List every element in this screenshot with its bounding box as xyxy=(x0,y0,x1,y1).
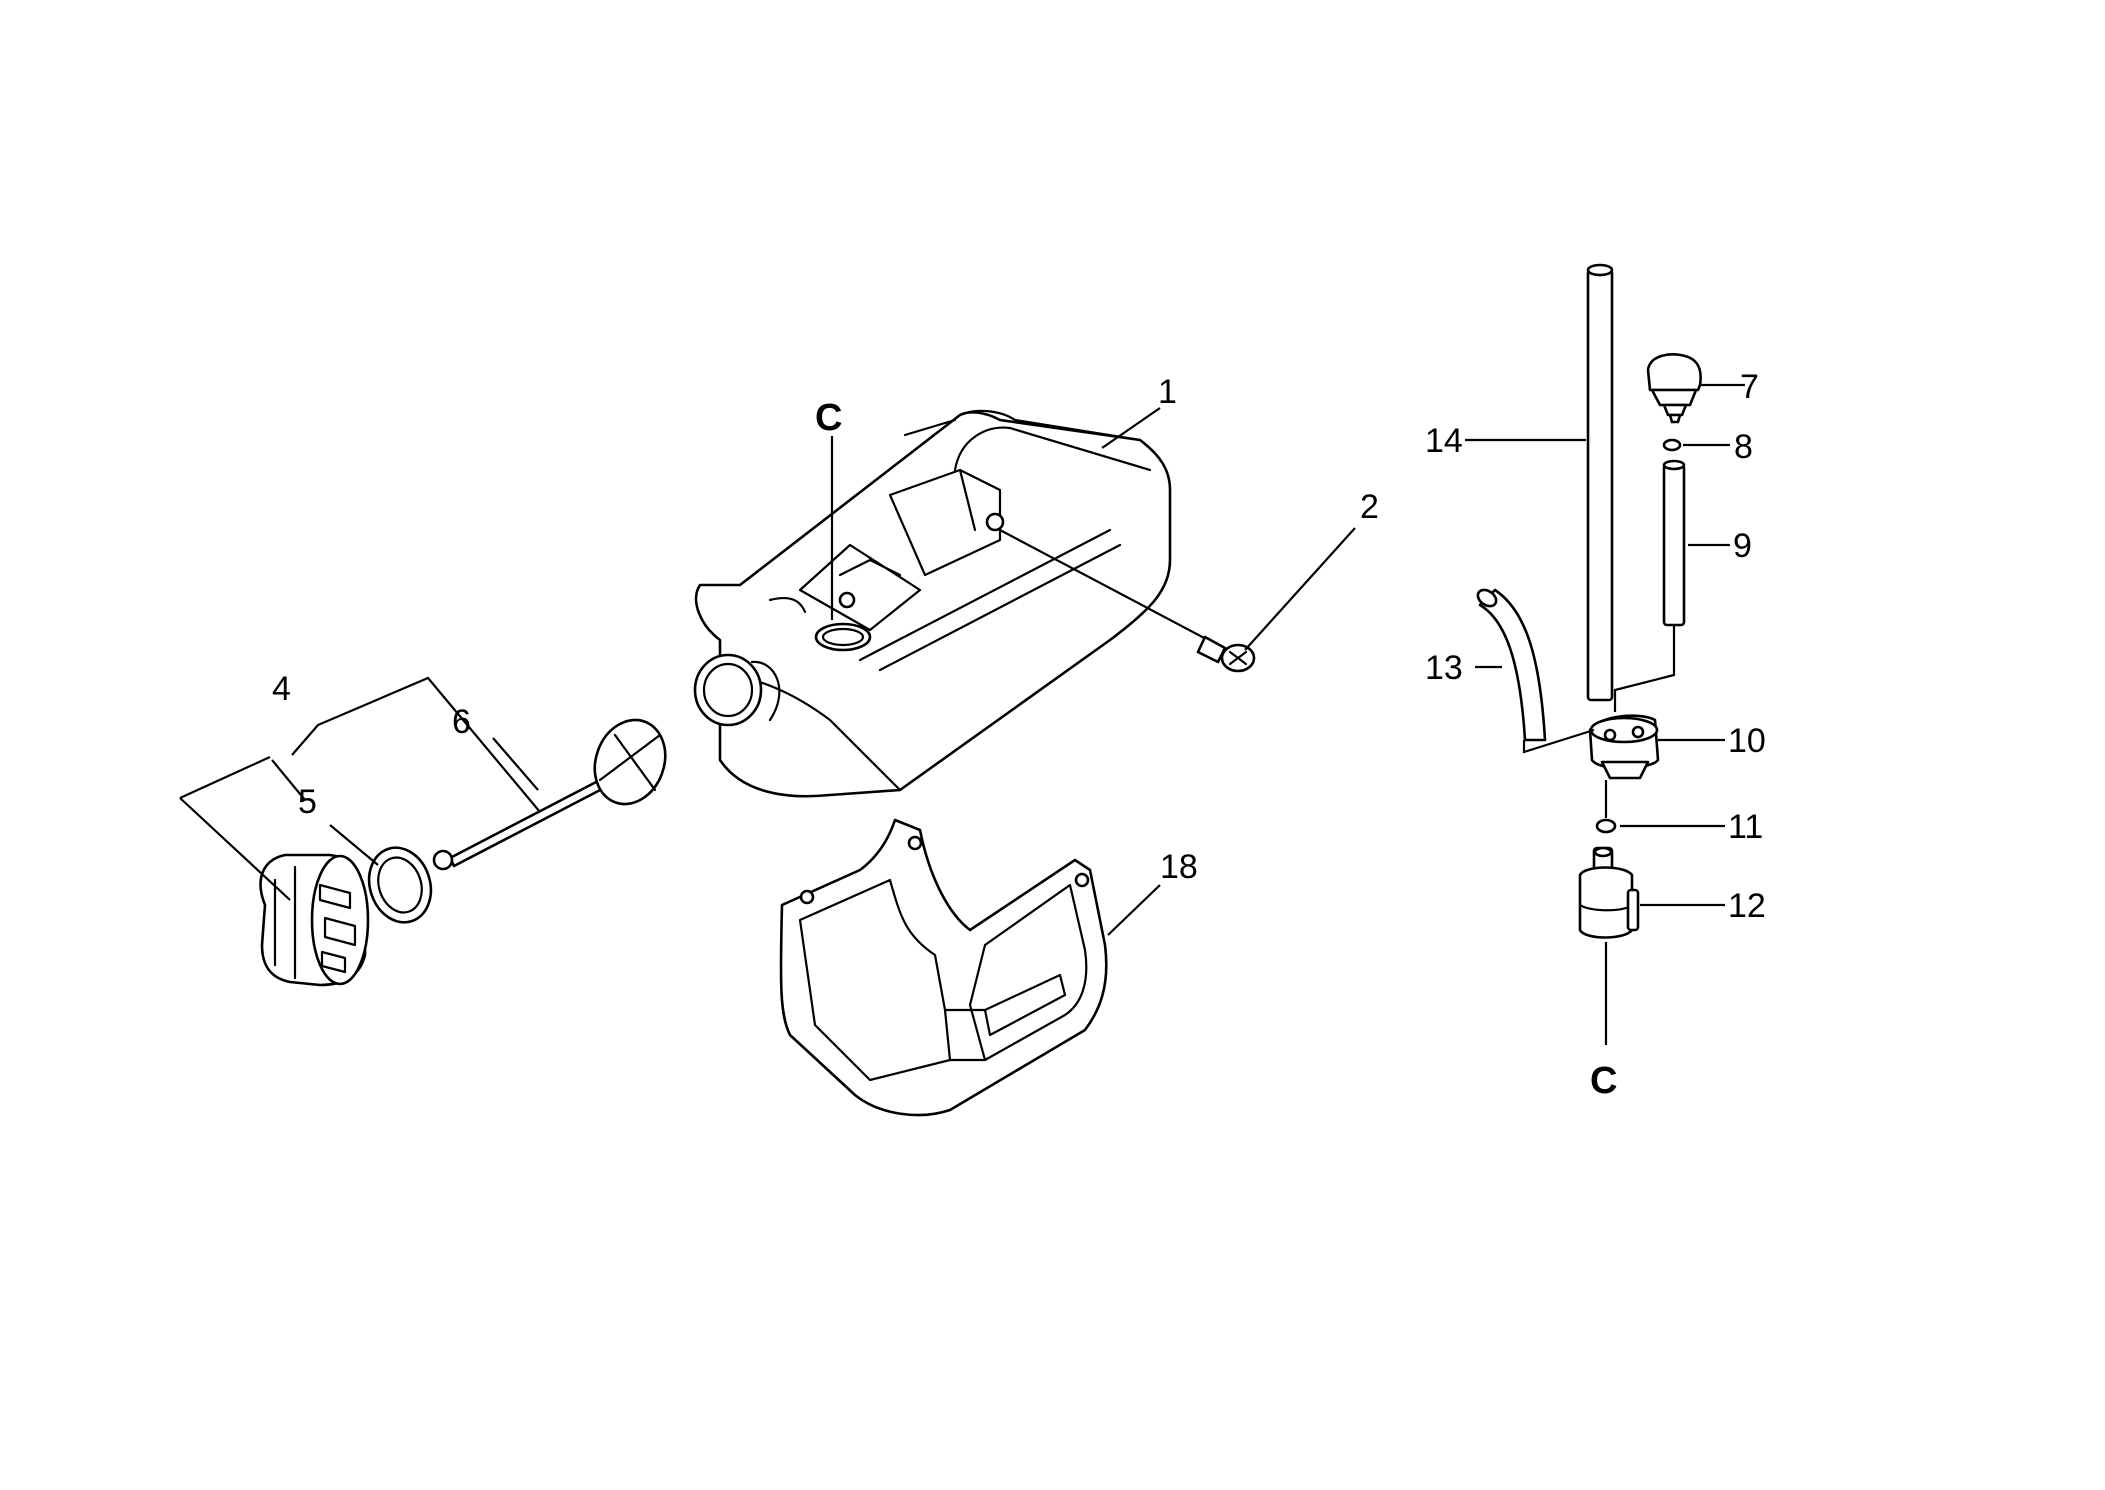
o-ring xyxy=(1595,818,1617,834)
callout-6: 6 xyxy=(452,703,471,741)
callout-4: 4 xyxy=(272,670,291,708)
vent-tube-long xyxy=(1586,263,1614,702)
callout-labels: 1 2 4 5 6 7 8 9 10 11 12 13 14 18 C C xyxy=(272,368,1766,1102)
callout-1: 1 xyxy=(1158,373,1177,411)
fuel-filter xyxy=(1578,846,1640,939)
fuel-cap xyxy=(259,853,370,987)
callout-7: 7 xyxy=(1740,368,1759,406)
callout-11: 11 xyxy=(1728,808,1763,846)
reference-c-bottom: C xyxy=(1590,1060,1617,1102)
vent-tube-short xyxy=(1662,459,1686,627)
cap-strap xyxy=(432,718,667,871)
callout-8: 8 xyxy=(1734,428,1753,466)
callout-13: 13 xyxy=(1425,649,1463,687)
fuel-hose-curved xyxy=(1476,588,1547,742)
fuel-tank xyxy=(693,409,1172,798)
screw xyxy=(998,528,1256,673)
grommet xyxy=(1588,714,1660,780)
callout-5: 5 xyxy=(298,783,317,821)
vent-valve xyxy=(1646,353,1702,424)
callout-10: 10 xyxy=(1728,722,1766,760)
callout-12: 12 xyxy=(1728,887,1766,925)
o-ring-small xyxy=(1662,438,1682,452)
callout-18: 18 xyxy=(1160,848,1198,886)
gasket-ring xyxy=(367,846,433,924)
callout-14: 14 xyxy=(1425,422,1463,460)
leader-lines xyxy=(179,383,1745,1045)
callout-2: 2 xyxy=(1360,488,1379,526)
callout-9: 9 xyxy=(1733,527,1752,565)
reference-c-top: C xyxy=(815,397,842,439)
tank-bracket xyxy=(779,818,1108,1117)
